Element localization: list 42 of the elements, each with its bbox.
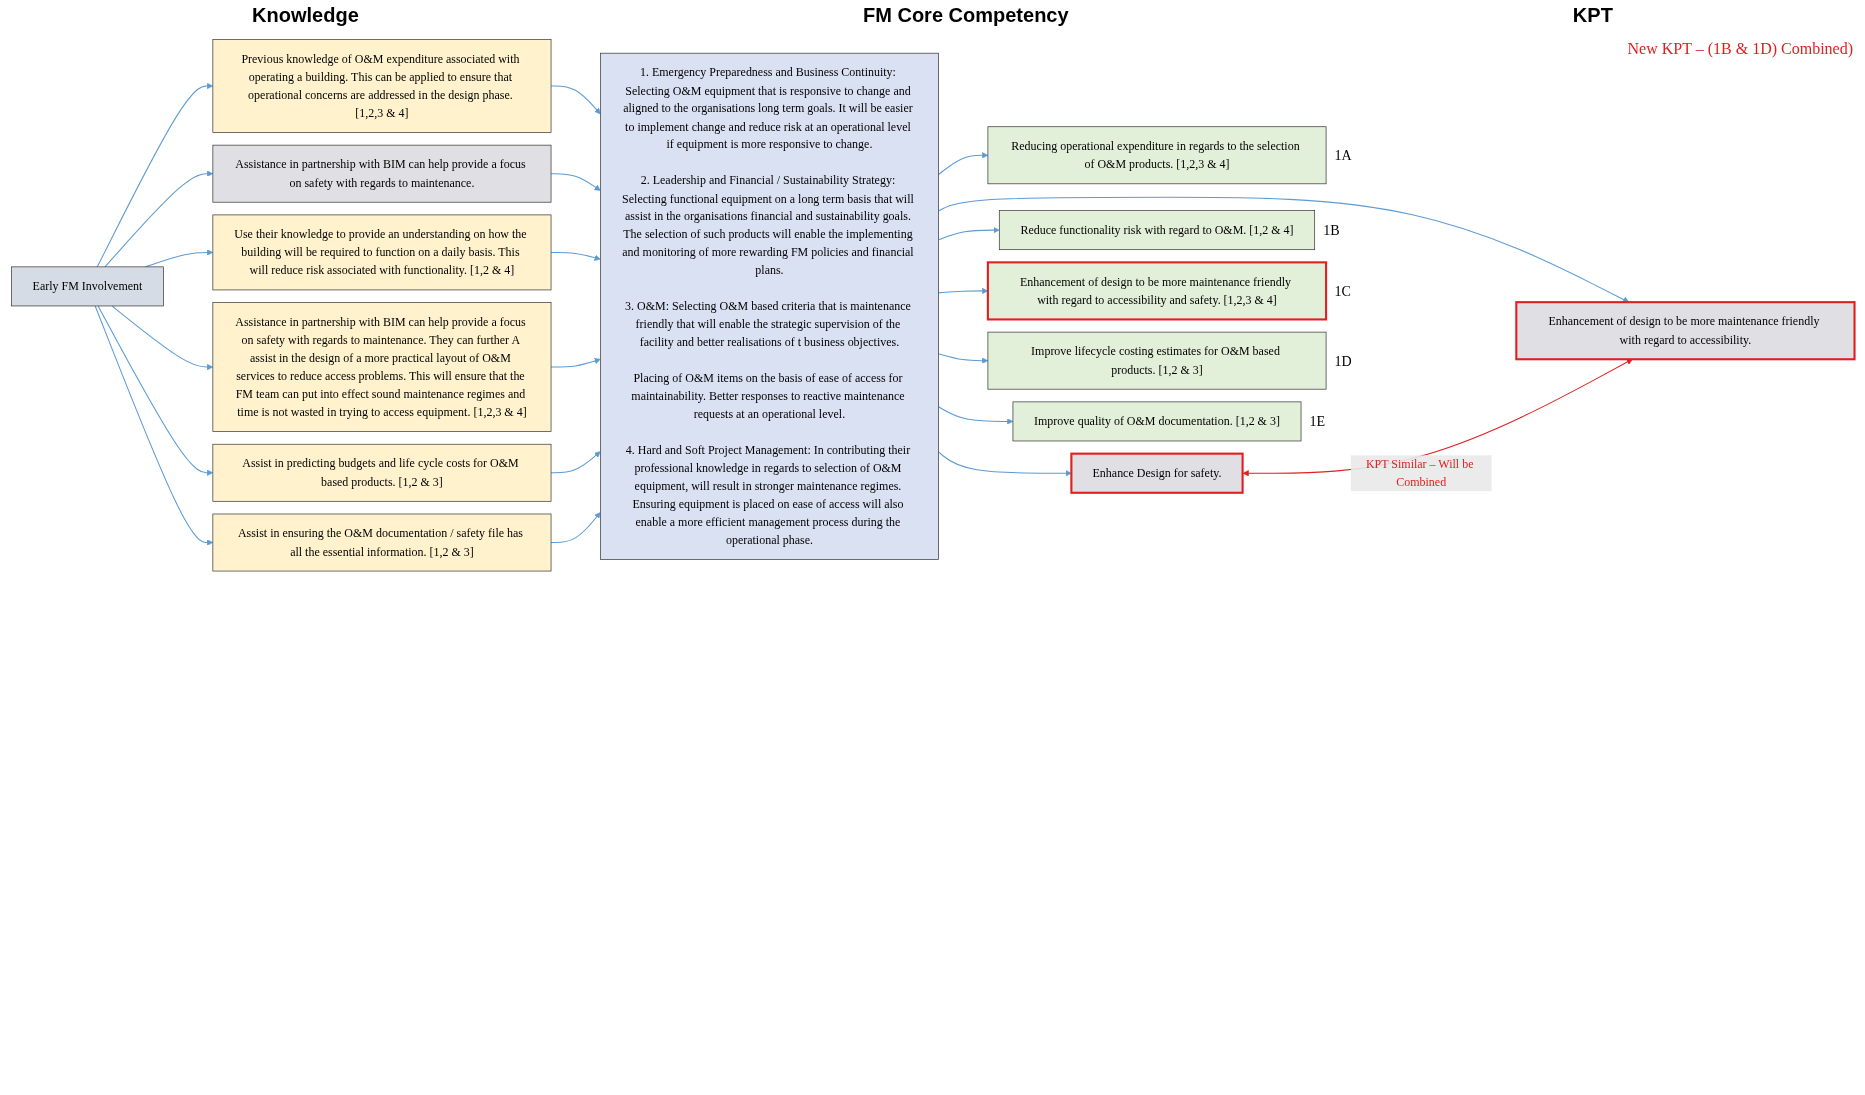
- node-box: Improve lifecycle costing estimates for O&M based products. [1,2 & 3]: [987, 331, 1326, 390]
- arrow: [96, 82, 213, 268]
- column-heading: KPT: [1572, 4, 1613, 27]
- node-box: Reducing operational expenditure in regards to the selection of O&M products. [1,2,3 & 4]: [987, 126, 1326, 185]
- node-box: Assist in predicting budgets and life cycle costs for O&M based products. [1,2 & 3]: [212, 443, 551, 502]
- node-box: Early FM Involvement: [10, 266, 164, 307]
- kpt-code: 1E: [1309, 413, 1325, 430]
- kpt-code: 1D: [1334, 352, 1352, 369]
- kpt-code: 1B: [1322, 222, 1340, 239]
- node-box: Enhancement of design to be more maintenance friendly with regard to accessibility and safety. [1,2,3 & 4]: [986, 261, 1327, 321]
- arrow: [550, 358, 601, 368]
- arrow: [937, 227, 1000, 241]
- node-box: Enhancement of design to be more maintenance friendly with regard to accessibility.: [1514, 301, 1856, 361]
- arrow: [550, 451, 601, 474]
- annotation-note: New KPT – (1B & 1D) Combined): [1627, 40, 1853, 57]
- arrow: [937, 353, 988, 364]
- arrow: [550, 173, 601, 191]
- arrow: [937, 287, 988, 294]
- node-box: Assistance in partnership with BIM can help provide a focus on safety with regards to maintenance. They can further A assist in the design of a more practical layout of O&M services to reduce access problems. This will ensure that the FM team can put into effect sound maintenance regimes and time is not wasted in trying to access equipment. [1,2,3 & 4]: [212, 302, 551, 432]
- arrow: [97, 305, 213, 476]
- kpt-code: 1C: [1334, 282, 1351, 299]
- edge-label: KPT Similar – Will be Combined: [1365, 457, 1473, 489]
- arrow: [550, 512, 601, 544]
- arrow: [937, 406, 1013, 425]
- node-box: Improve quality of O&M documentation. [1,2 & 3]: [1012, 401, 1301, 442]
- column-heading: FM Core Competency: [863, 4, 1069, 27]
- arrow: [550, 251, 601, 261]
- node-box: Assist in ensuring the O&M documentation / safety file has all the essential information. [1,2 & 3]: [212, 513, 551, 572]
- node-box: Enhance Design for safety.: [1069, 452, 1244, 494]
- kpt-code: 1A: [1334, 147, 1352, 164]
- arrow: [550, 85, 601, 115]
- arrow: [94, 305, 213, 546]
- node-box: Use their knowledge to provide an understanding on how the building will be required to function on a daily basis. This will reduce risk associated with functionality. [1,2 & 4]: [212, 214, 551, 291]
- node-box: Reduce functionality risk with regard to O&M. [1,2 & 4]: [998, 210, 1315, 251]
- column-heading: Knowledge: [252, 4, 359, 27]
- node-box: 1. Emergency Preparedness and Business Continuity: Selecting O&M equipment that is responsive to change and aligned to the organisations long term goals. It will be easier to implement change and reduce risk at an operational level if equipment is more responsive to change. 2. Leadership and Financial / Sustainability Strategy: Selecting functional equipment on a long term basis that will assist in the organisations financial and sustainability goals. The selection of such products will enable the implementing and monitoring of more rewarding FM policies and financial plans. 3. O&M: Selecting O&M based criteria that is maintenance friendly that will enable the strategic supervision of the facility and better realisations of t business objectives. Placing of O&M items on the basis of ease of access for maintainability. Better responses to reactive maintenance requests at an operational level. 4. Hard and Soft Project Management: In contributing their professional knowledge in regards to selection of O&M equipment, will result in stronger maintenance regimes. Ensuring equipment is placed on ease of access will also enable a more efficient management process during the operational phase.: [599, 52, 939, 560]
- arrow: [103, 170, 213, 268]
- node-box: Assistance in partnership with BIM can help provide a focus on safety with regards to maintenance.: [212, 144, 551, 203]
- node-box: Previous knowledge of O&M expenditure associated with operating a building. This can be applied to ensure that operational concerns are addressed in the design phase. [1,2,3 & 4]: [212, 39, 551, 133]
- arrow: [110, 305, 213, 371]
- arrow: [937, 196, 1629, 303]
- arrow: [937, 152, 988, 175]
